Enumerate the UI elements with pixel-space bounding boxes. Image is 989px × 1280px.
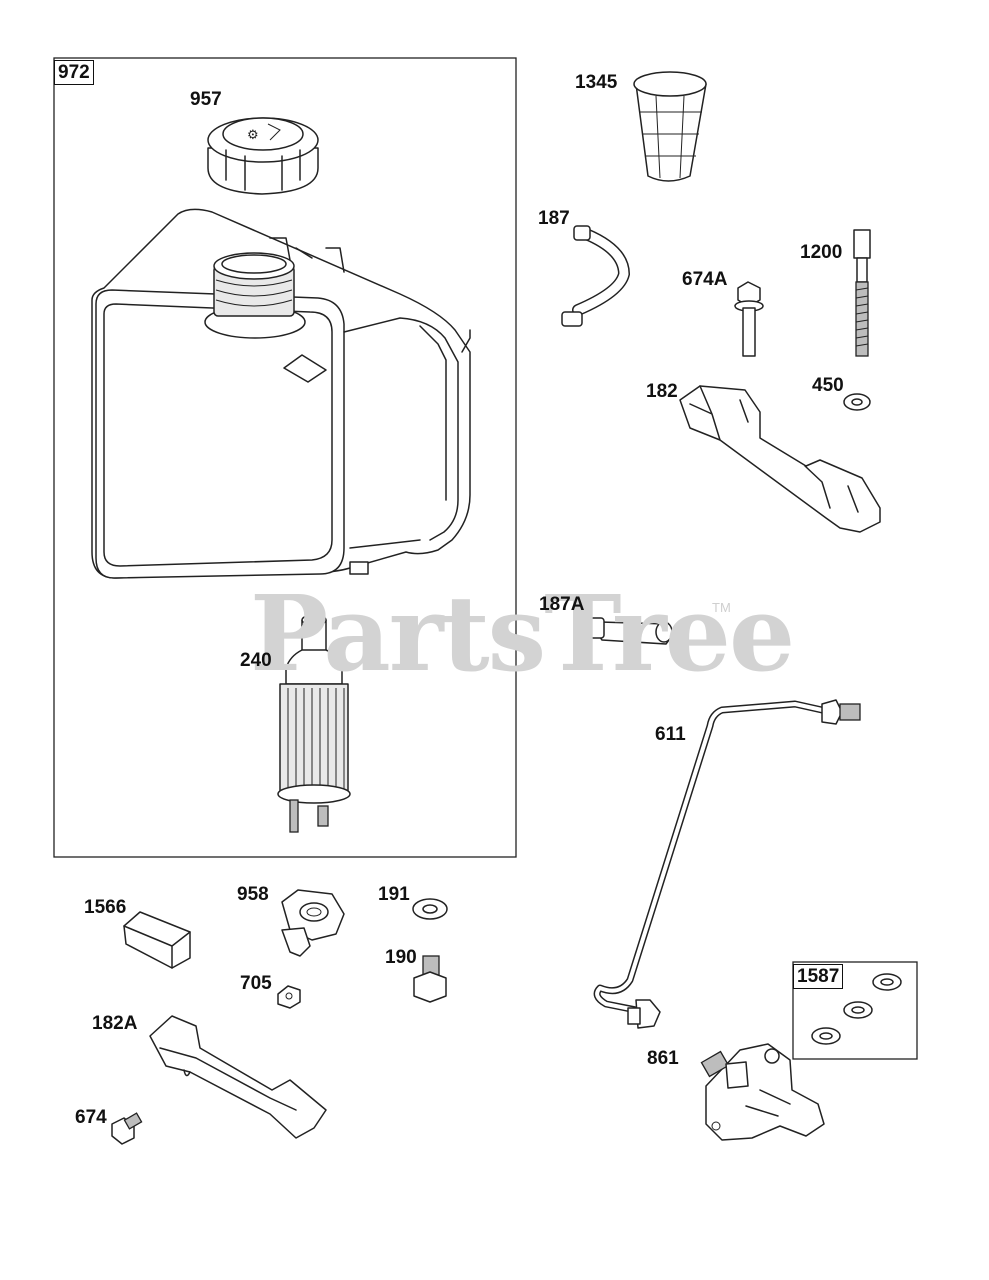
fuel-filter-240 (277, 614, 351, 833)
fuel-strainer-1345 (633, 71, 707, 182)
fuel-cap-957: ⚙ (207, 117, 319, 195)
box-label-972: 972 (54, 60, 94, 85)
washer-set-1587 (811, 973, 902, 1045)
part-label-674A: 674A (682, 269, 728, 290)
part-label-450: 450 (812, 375, 844, 396)
part-label-1566: 1566 (84, 897, 127, 918)
part-label-611: 611 (655, 724, 686, 745)
part-label-182A: 182A (92, 1013, 138, 1034)
part-label-190: 190 (385, 947, 417, 968)
part-label-187: 187 (538, 208, 570, 229)
cushion-1566 (123, 911, 191, 969)
fuel-hose-187 (561, 225, 631, 327)
part-label-191: 191 (378, 884, 410, 905)
part-label-1200: 1200 (800, 242, 843, 263)
part-label-674: 674 (75, 1107, 107, 1128)
part-label-182: 182 (646, 381, 678, 402)
fuel-pump-861 (700, 1043, 825, 1141)
group-box-1587 (792, 961, 918, 1060)
fuel-tank-972 (91, 208, 471, 579)
watermark-trademark: TM (712, 600, 731, 615)
part-label-187A: 187A (539, 594, 585, 615)
part-label-1345: 1345 (575, 72, 618, 93)
group-box-972 (53, 57, 517, 858)
shutoff-valve-958 (281, 889, 345, 957)
stud-1200 (853, 229, 871, 357)
svg-text:⚙: ⚙ (247, 128, 259, 143)
washer-191 (412, 898, 448, 920)
drain-plug-190 (413, 955, 447, 1003)
part-label-958: 958 (237, 884, 269, 905)
nut-705 (277, 985, 301, 1009)
bolt-674A (734, 281, 764, 357)
bracket-182 (679, 385, 881, 533)
washer-450 (843, 393, 871, 411)
box-label-1587: 1587 (793, 964, 844, 989)
bracket-182A (149, 1015, 327, 1139)
part-label-861: 861 (647, 1048, 679, 1069)
bolt-674 (111, 1112, 143, 1145)
fuel-line-611 (593, 699, 861, 1029)
hose-187A (589, 617, 673, 645)
part-label-705: 705 (240, 973, 272, 994)
watermark-text: PartsTree (250, 572, 795, 695)
part-label-957: 957 (190, 89, 222, 110)
part-label-240: 240 (240, 650, 272, 671)
